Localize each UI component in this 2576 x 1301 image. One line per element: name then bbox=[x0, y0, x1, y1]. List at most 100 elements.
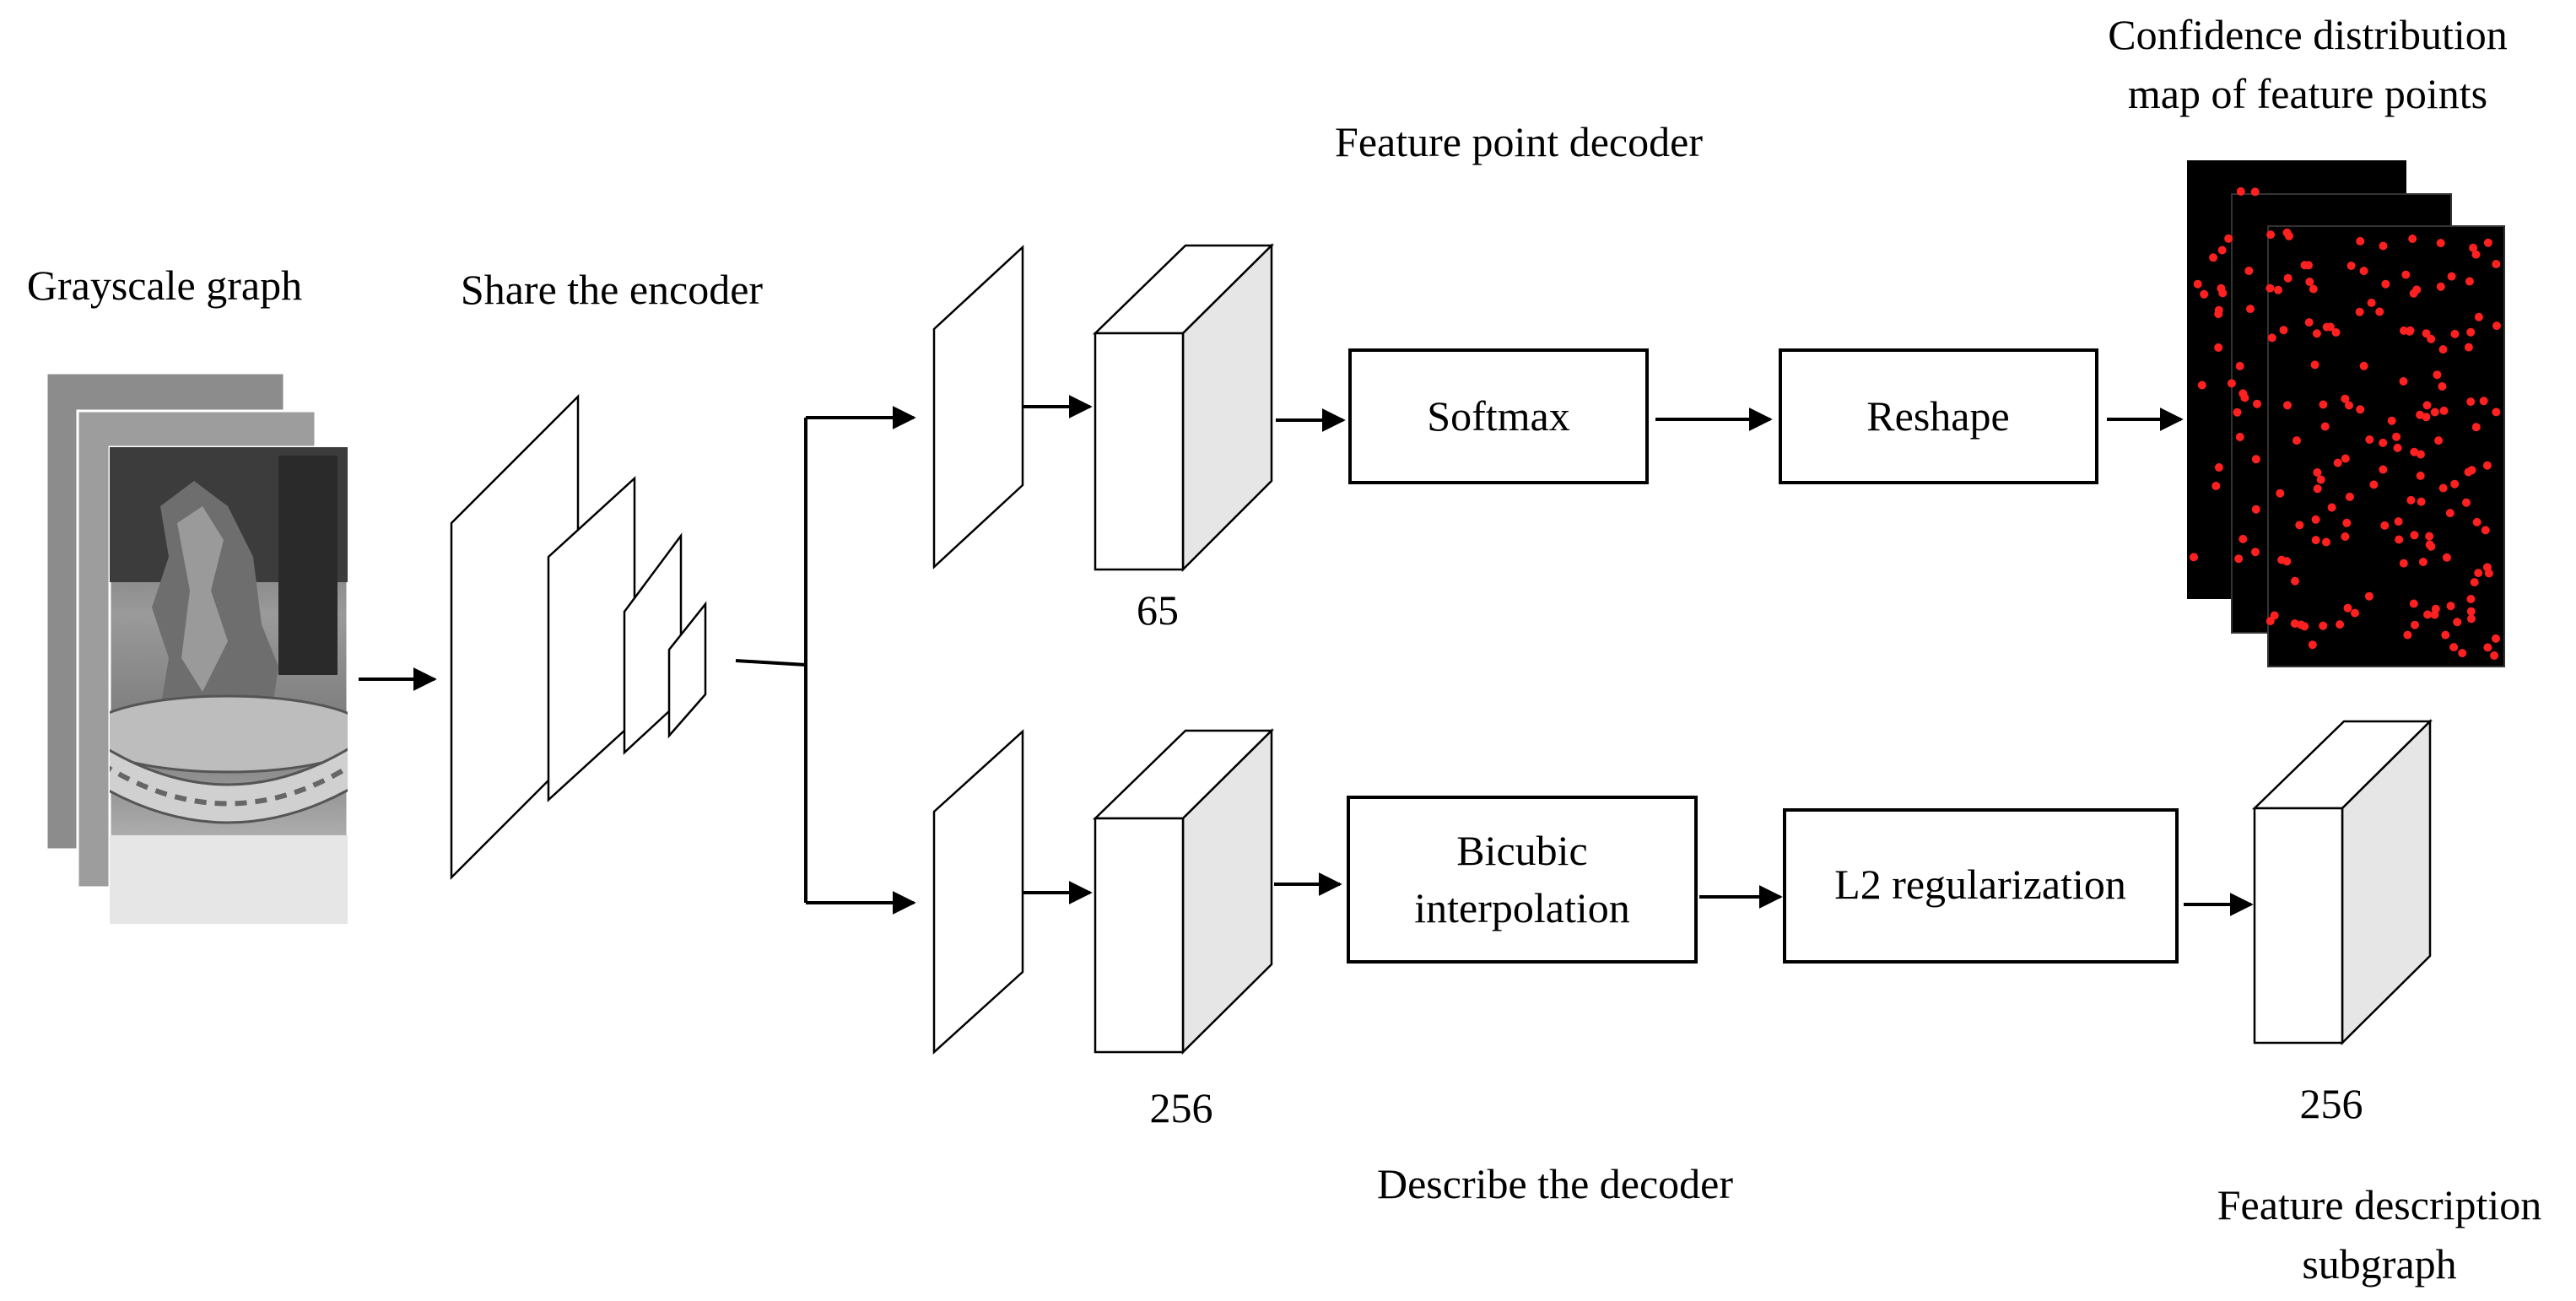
feature-point-dot bbox=[2400, 326, 2408, 335]
feature-point-dot bbox=[2379, 241, 2388, 251]
shared-encoder-planes bbox=[450, 393, 707, 881]
feature-point-dot bbox=[2393, 443, 2402, 452]
feature-point-dot bbox=[2295, 521, 2304, 530]
feature-point-dot bbox=[2434, 436, 2444, 445]
feature-point-dot bbox=[2466, 595, 2476, 603]
feature-point-dot bbox=[2200, 289, 2209, 299]
feature-point-dot bbox=[2236, 186, 2245, 196]
feature-point-dot bbox=[2381, 279, 2390, 289]
output-channel-count: 256 bbox=[2300, 1080, 2363, 1127]
top-decoder-plane bbox=[932, 245, 1024, 570]
feature-point-dot bbox=[2292, 436, 2301, 445]
feature-point-dot bbox=[2411, 620, 2419, 629]
feature-point-dot bbox=[2190, 553, 2198, 562]
feature-point-dot bbox=[2311, 515, 2320, 524]
feature-point-dot bbox=[2441, 630, 2450, 640]
feature-point-dot bbox=[2447, 272, 2456, 281]
feature-point-dot bbox=[2304, 261, 2313, 270]
feature-point-dot bbox=[2342, 518, 2352, 527]
top-channel-count: 65 bbox=[1137, 586, 1179, 634]
feature-point-dot bbox=[2442, 553, 2451, 562]
feature-point-dot bbox=[2375, 307, 2384, 316]
feature-point-dot bbox=[2214, 343, 2223, 352]
reshape-label: Reshape bbox=[1866, 392, 2009, 440]
feature-point-dot bbox=[2343, 603, 2352, 613]
feature-point-dot bbox=[2471, 423, 2481, 432]
feature-point-dot bbox=[2305, 278, 2314, 286]
feature-point-dot bbox=[2379, 465, 2388, 474]
feature-point-dot bbox=[2266, 230, 2276, 240]
feature-point-dot bbox=[2422, 413, 2431, 422]
softmax-box: Softmax bbox=[1348, 348, 1649, 484]
feature-point-dot bbox=[2430, 408, 2439, 417]
feature-point-dot bbox=[2492, 408, 2501, 417]
feature-point-dot bbox=[2304, 318, 2314, 327]
bottom-feature-cube bbox=[1092, 728, 1275, 1055]
feature-point-dot bbox=[2309, 284, 2318, 294]
feature-point-dot bbox=[2464, 467, 2473, 477]
feature-point-dot bbox=[2416, 471, 2425, 480]
feature-point-dot bbox=[2436, 282, 2445, 291]
feature-point-dot bbox=[2336, 620, 2345, 629]
feature-point-dot bbox=[2251, 548, 2260, 557]
feature-point-dot bbox=[2346, 262, 2356, 270]
feature-point-dot bbox=[2379, 438, 2388, 447]
feature-point-dot bbox=[2227, 379, 2236, 388]
output-descriptor-cube bbox=[2251, 719, 2433, 1045]
feature-point-dot bbox=[2470, 578, 2479, 587]
feature-point-dot bbox=[2425, 540, 2434, 549]
feature-point-dot bbox=[2246, 305, 2255, 314]
feature-point-dot bbox=[2214, 310, 2223, 319]
feature-point-dot bbox=[2466, 327, 2476, 337]
feature-point-dot bbox=[2492, 634, 2500, 643]
feature-point-dot bbox=[2235, 361, 2244, 370]
branch-connector bbox=[735, 406, 916, 915]
feature-points bbox=[2190, 186, 2501, 660]
feature-point-dot bbox=[2320, 422, 2330, 431]
feature-point-dot bbox=[2235, 433, 2244, 441]
feature-point-dot bbox=[2394, 517, 2403, 526]
feature-point-dot bbox=[2312, 329, 2321, 338]
feature-point-dot bbox=[2238, 534, 2248, 543]
feature-point-dot bbox=[2471, 250, 2481, 259]
feature-point-dot bbox=[2482, 563, 2492, 572]
feature-point-dot bbox=[2322, 322, 2331, 332]
feature-point-dot bbox=[2234, 554, 2244, 564]
feature-point-dot bbox=[2466, 607, 2476, 616]
feature-point-dot bbox=[2316, 475, 2325, 484]
feature-point-dot bbox=[2406, 495, 2416, 505]
feature-point-dot bbox=[2251, 505, 2260, 514]
feature-point-dot bbox=[2319, 400, 2328, 409]
feature-point-dot bbox=[2217, 283, 2226, 293]
feature-point-dot bbox=[2351, 608, 2359, 618]
feature-point-dot bbox=[2341, 454, 2350, 463]
feature-point-decoder-label: Feature point decoder bbox=[1335, 118, 1703, 165]
softmax-label: Softmax bbox=[1427, 392, 1569, 440]
feature-point-dot bbox=[2425, 532, 2434, 541]
feature-point-dot bbox=[2466, 397, 2476, 407]
feature-point-dot bbox=[2365, 435, 2374, 444]
top-feature-cube bbox=[1092, 243, 1275, 573]
feature-point-dot bbox=[2345, 401, 2353, 410]
feature-point-dot bbox=[2403, 630, 2412, 640]
feature-point-dot bbox=[2355, 307, 2364, 316]
feature-point-dot bbox=[2311, 536, 2320, 545]
red-dot-feature-map-icon bbox=[2187, 160, 2505, 667]
feature-point-dot bbox=[2224, 234, 2233, 243]
bottom-channel-count: 256 bbox=[1150, 1084, 1213, 1131]
feature-point-dot bbox=[2410, 447, 2419, 456]
confidence-map-label-line1: Confidence distribution bbox=[2108, 11, 2508, 58]
feature-point-dot bbox=[2327, 503, 2336, 512]
feature-point-dot bbox=[2422, 329, 2431, 338]
feature-point-dot bbox=[2462, 498, 2471, 507]
feature-point-dot bbox=[2479, 397, 2488, 406]
feature-point-dot bbox=[2450, 479, 2460, 489]
feature-point-dot bbox=[2439, 406, 2449, 415]
feature-point-dot bbox=[2364, 591, 2373, 601]
feature-point-dot bbox=[2250, 187, 2260, 197]
feature-point-dot bbox=[2406, 326, 2415, 335]
feature-point-dot bbox=[2416, 450, 2425, 459]
feature-point-dot bbox=[2395, 535, 2404, 544]
feature-point-dot bbox=[2240, 393, 2249, 402]
